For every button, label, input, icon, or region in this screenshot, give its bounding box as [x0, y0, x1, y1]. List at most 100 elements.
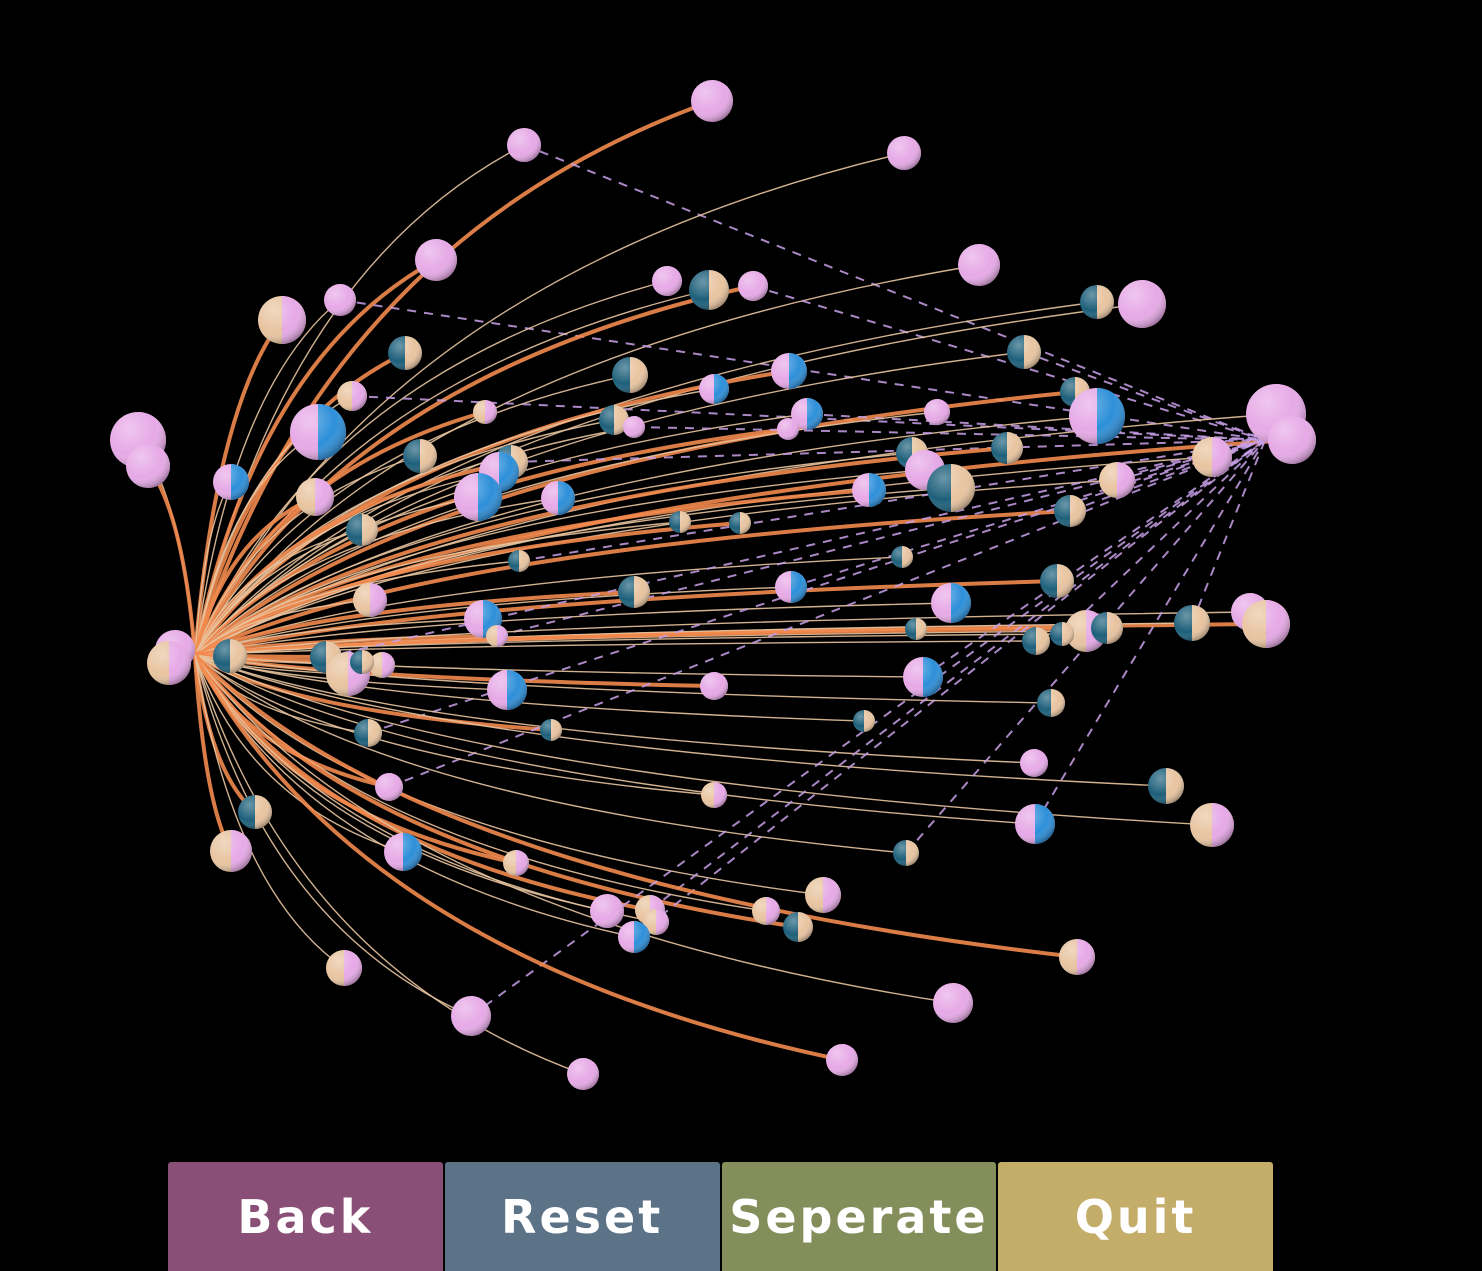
graph-node[interactable] — [699, 374, 729, 404]
graph-node[interactable] — [415, 239, 457, 281]
graph-node[interactable] — [213, 639, 247, 673]
graph-node[interactable] — [903, 657, 943, 697]
graph-node[interactable] — [1050, 622, 1074, 646]
graph-link — [194, 611, 1251, 656]
graph-node[interactable] — [599, 405, 629, 435]
graph-node[interactable] — [213, 464, 249, 500]
graph-node[interactable] — [567, 1058, 599, 1090]
graph-node[interactable] — [487, 670, 527, 710]
graph-node[interactable] — [296, 478, 334, 516]
graph-node[interactable] — [454, 473, 502, 521]
graph-node[interactable] — [775, 571, 807, 603]
graph-node[interactable] — [1007, 335, 1041, 369]
graph-node[interactable] — [652, 266, 682, 296]
graph-node[interactable] — [826, 1044, 858, 1076]
graph-node[interactable] — [590, 894, 624, 928]
graph-node[interactable] — [771, 353, 807, 389]
graph-node[interactable] — [451, 996, 491, 1036]
reset-button[interactable]: Reset — [444, 1162, 720, 1271]
graph-node[interactable] — [691, 80, 733, 122]
graph-node[interactable] — [324, 284, 356, 316]
graph-node[interactable] — [791, 398, 823, 430]
graph-node[interactable] — [805, 877, 841, 913]
graph-node[interactable] — [507, 128, 541, 162]
graph-nodes[interactable] — [110, 80, 1316, 1090]
graph-node[interactable] — [783, 912, 813, 942]
graph-node[interactable] — [701, 782, 727, 808]
graph-node[interactable] — [1174, 605, 1210, 641]
graph-node[interactable] — [852, 473, 886, 507]
graph-node[interactable] — [508, 550, 530, 572]
graph-node[interactable] — [238, 795, 272, 829]
graph-node[interactable] — [893, 840, 919, 866]
graph-node[interactable] — [618, 576, 650, 608]
back-button[interactable]: Back — [168, 1162, 443, 1271]
graph-node[interactable] — [887, 136, 921, 170]
graph-node[interactable] — [1192, 437, 1232, 477]
graph-node[interactable] — [388, 336, 422, 370]
graph-node[interactable] — [126, 444, 170, 488]
graph-node[interactable] — [354, 719, 382, 747]
graph-node[interactable] — [738, 271, 768, 301]
graph-node[interactable] — [1037, 689, 1065, 717]
graph-node[interactable] — [503, 850, 529, 876]
graph-node[interactable] — [290, 404, 346, 460]
graph-node[interactable] — [353, 583, 387, 617]
graph-node[interactable] — [777, 418, 799, 440]
graph-node[interactable] — [924, 399, 950, 425]
graph-node[interactable] — [403, 439, 437, 473]
network-graph-scene[interactable] — [0, 0, 1482, 1160]
graph-node[interactable] — [689, 270, 729, 310]
graph-node[interactable] — [958, 244, 1000, 286]
graph-node[interactable] — [384, 833, 422, 871]
graph-node[interactable] — [623, 416, 645, 438]
graph-node[interactable] — [752, 897, 780, 925]
graph-node[interactable] — [1091, 612, 1123, 644]
graph-node[interactable] — [853, 710, 875, 732]
graph-node[interactable] — [337, 381, 367, 411]
graph-node[interactable] — [1242, 600, 1290, 648]
graph-node[interactable] — [147, 641, 191, 685]
graph-node[interactable] — [1054, 495, 1086, 527]
graph-node[interactable] — [1190, 803, 1234, 847]
graph-node[interactable] — [1118, 280, 1166, 328]
graph-node[interactable] — [643, 909, 669, 935]
graph-node[interactable] — [1148, 768, 1184, 804]
graph-node[interactable] — [375, 773, 403, 801]
graph-node[interactable] — [612, 357, 648, 393]
graph-node[interactable] — [1040, 564, 1074, 598]
graph-node[interactable] — [1268, 416, 1316, 464]
graph-node[interactable] — [1080, 285, 1114, 319]
graph-node[interactable] — [931, 583, 971, 623]
graph-node[interactable] — [473, 400, 497, 424]
graph-node[interactable] — [486, 625, 508, 647]
graph-node[interactable] — [991, 432, 1023, 464]
graph-node[interactable] — [891, 546, 913, 568]
graph-node[interactable] — [1059, 939, 1095, 975]
graph-node[interactable] — [669, 511, 691, 533]
graph-node[interactable] — [927, 464, 975, 512]
graph-node[interactable] — [346, 514, 378, 546]
graph-node[interactable] — [210, 830, 252, 872]
graph-node[interactable] — [326, 950, 362, 986]
graph-node[interactable] — [1069, 388, 1125, 444]
quit-button[interactable]: Quit — [998, 1162, 1273, 1271]
graph-node[interactable] — [540, 719, 562, 741]
graph-node[interactable] — [933, 983, 973, 1023]
seperate-button[interactable]: Seperate — [721, 1162, 997, 1271]
graph-node[interactable] — [350, 650, 374, 674]
graph-link — [194, 654, 1035, 764]
graph-node[interactable] — [258, 296, 306, 344]
graph-node[interactable] — [905, 618, 927, 640]
graph-node[interactable] — [1099, 462, 1135, 498]
graph-node[interactable] — [618, 921, 650, 953]
graph-viewport[interactable] — [0, 0, 1482, 1160]
graph-node[interactable] — [1022, 627, 1050, 655]
graph-node[interactable] — [369, 652, 395, 678]
graph-link — [194, 301, 1098, 656]
graph-node[interactable] — [700, 672, 728, 700]
graph-node[interactable] — [541, 481, 575, 515]
graph-node[interactable] — [1020, 749, 1048, 777]
graph-node[interactable] — [1015, 804, 1055, 844]
graph-node[interactable] — [729, 512, 751, 534]
